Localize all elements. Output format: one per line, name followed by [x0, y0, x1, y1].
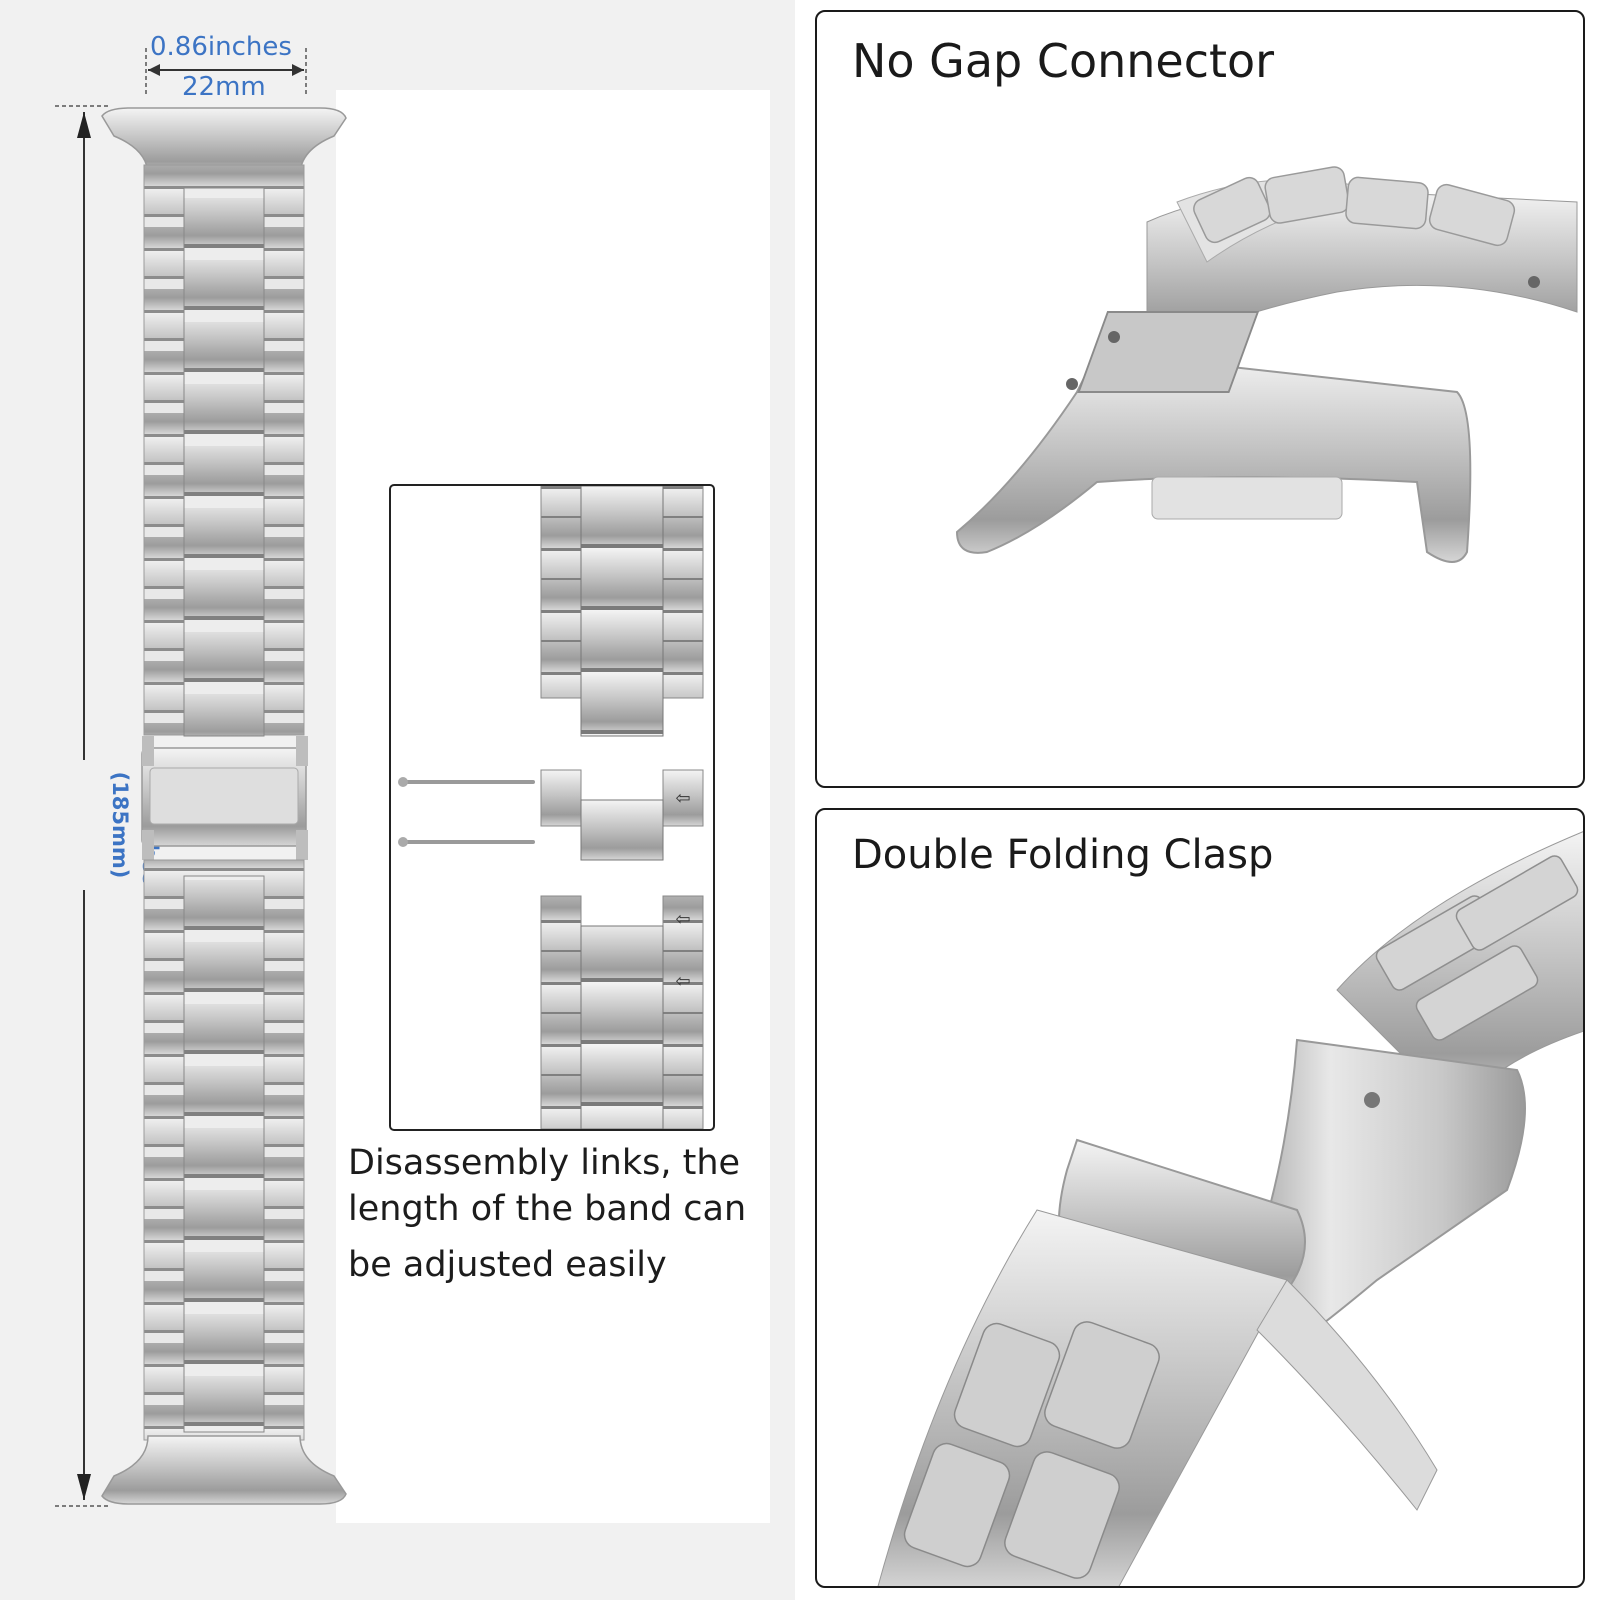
clasp-closeup-image	[877, 831, 1583, 1586]
connector-closeup-image	[955, 166, 1578, 563]
dimension-lines	[55, 48, 307, 1507]
svg-text:⇦: ⇦	[675, 909, 690, 930]
watch-band-illustration	[101, 107, 347, 1505]
caption-line-3: be adjusted easily	[348, 1245, 667, 1285]
no-gap-connector-panel: No Gap Connector	[815, 10, 1585, 788]
width-mm-label: 22mm	[182, 72, 266, 102]
caption-line-1: Disassembly links, the	[348, 1143, 741, 1183]
panel-title-clasp: Double Folding Clasp	[852, 832, 1274, 878]
disassembly-caption: Disassembly links, the length of the ban…	[348, 1140, 768, 1288]
double-folding-clasp-panel: Double Folding Clasp	[815, 808, 1585, 1588]
link-removal-illustration: ⇦ ⇦ ⇦	[398, 485, 704, 1130]
svg-text:⇦: ⇦	[675, 971, 690, 992]
caption-line-2: length of the band can	[348, 1189, 747, 1229]
width-inches-label: 0.86inches	[150, 32, 292, 62]
svg-text:⇦: ⇦	[675, 788, 690, 809]
disassembly-diagram: ⇦ ⇦ ⇦	[389, 484, 715, 1131]
panel-title-connector: No Gap Connector	[852, 34, 1275, 88]
